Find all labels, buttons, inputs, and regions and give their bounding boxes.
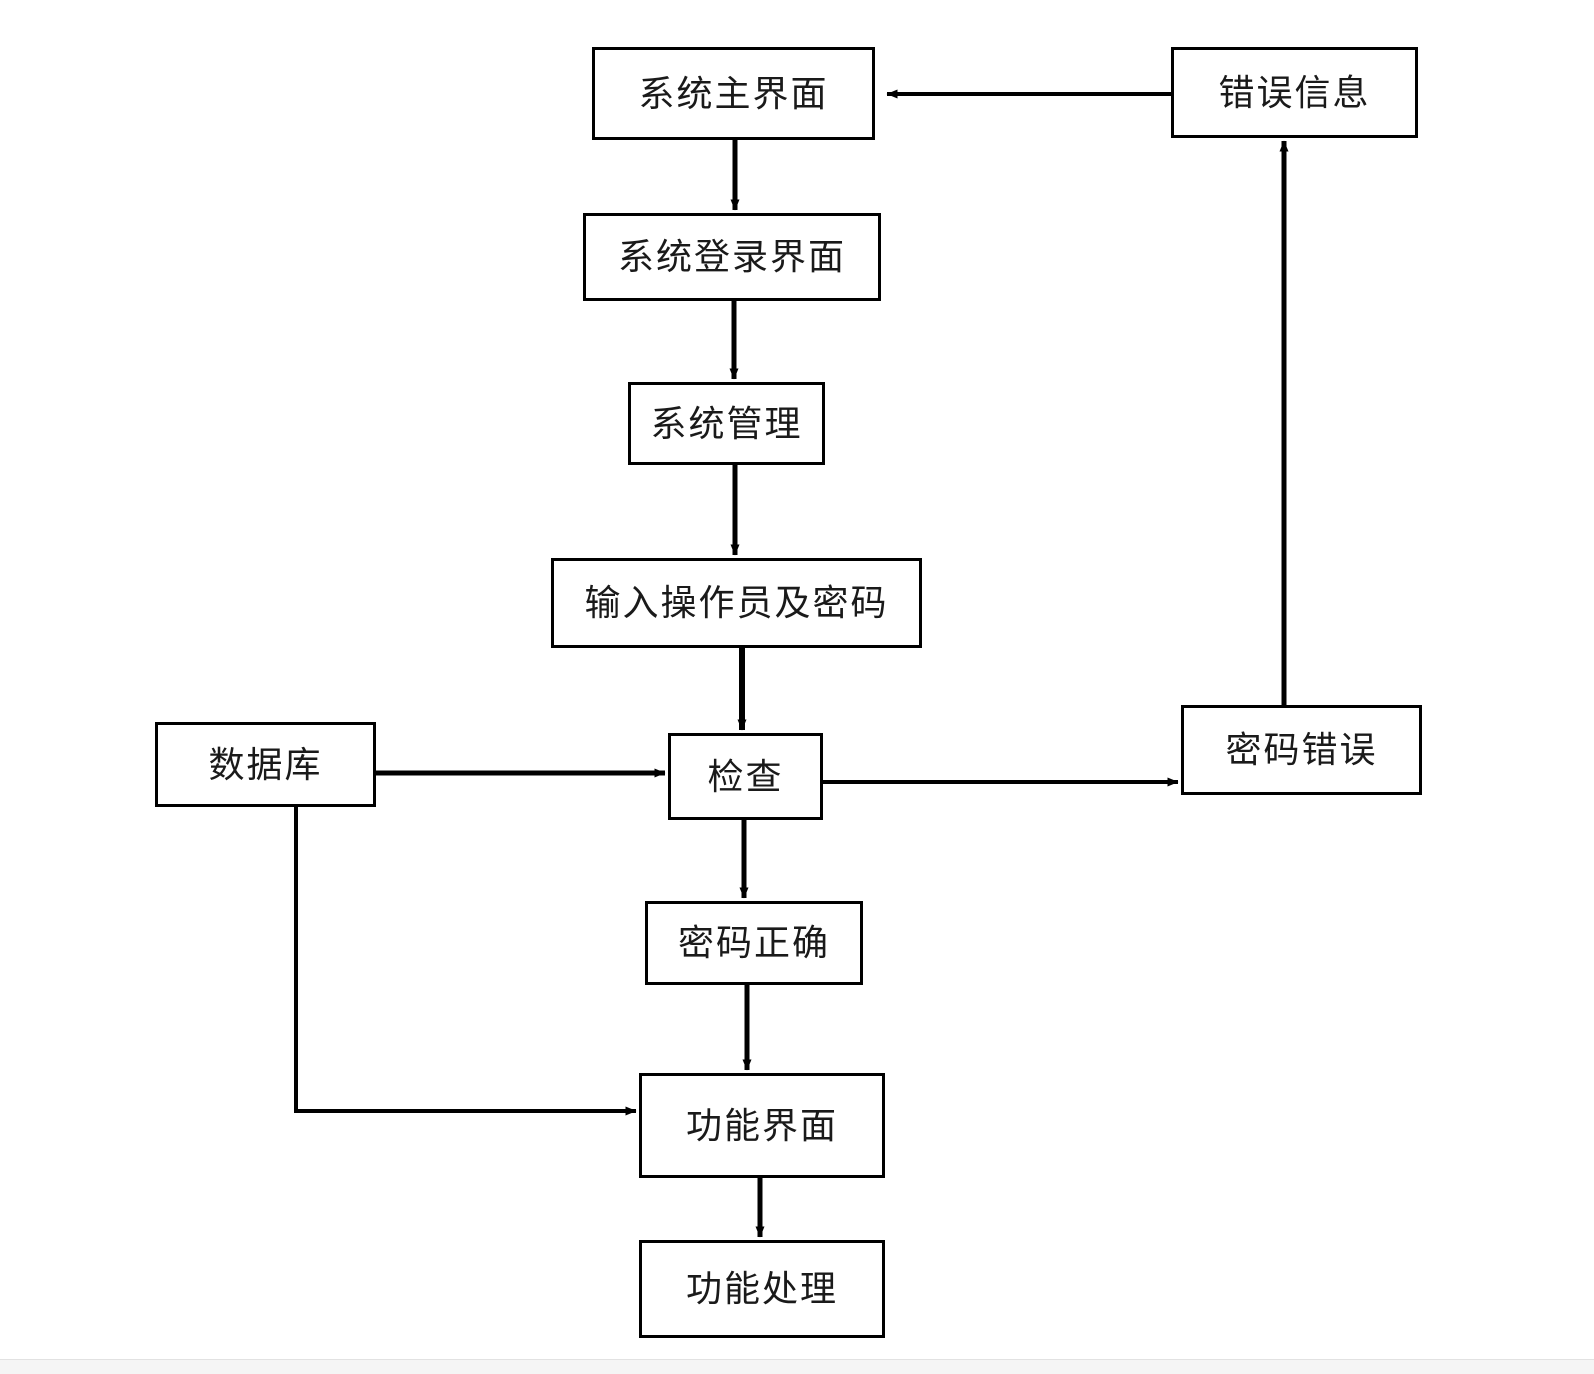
edge-database-to-func-ui: [294, 807, 637, 1116]
node-func_process[interactable]: 功能处理: [639, 1240, 885, 1338]
node-error_info[interactable]: 错误信息: [1171, 47, 1418, 138]
node-sys_manage[interactable]: 系统管理: [628, 382, 825, 465]
node-label-check: 检查: [707, 756, 784, 797]
node-label-input_cred: 输入操作员及密码: [584, 583, 889, 623]
node-label-database: 数据库: [208, 744, 323, 785]
node-label-pwd_correct: 密码正确: [677, 923, 830, 963]
node-main_ui[interactable]: 系统主界面: [592, 47, 875, 140]
node-database[interactable]: 数据库: [155, 722, 376, 807]
node-check[interactable]: 检查: [668, 733, 823, 820]
node-label-login_ui: 系统登录界面: [617, 237, 846, 277]
node-input_cred[interactable]: 输入操作员及密码: [551, 558, 922, 648]
node-label-func_ui: 功能界面: [685, 1105, 838, 1146]
node-login_ui[interactable]: 系统登录界面: [583, 213, 881, 301]
page-bottom-strip: [0, 1359, 1594, 1374]
node-label-pwd_wrong: 密码错误: [1225, 730, 1378, 770]
node-pwd_correct[interactable]: 密码正确: [645, 901, 863, 985]
node-func_ui[interactable]: 功能界面: [639, 1073, 885, 1178]
node-label-error_info: 错误信息: [1218, 72, 1371, 113]
node-label-main_ui: 系统主界面: [638, 73, 829, 114]
node-label-func_process: 功能处理: [685, 1269, 838, 1309]
node-label-sys_manage: 系统管理: [650, 403, 803, 444]
node-pwd_wrong[interactable]: 密码错误: [1181, 705, 1422, 795]
